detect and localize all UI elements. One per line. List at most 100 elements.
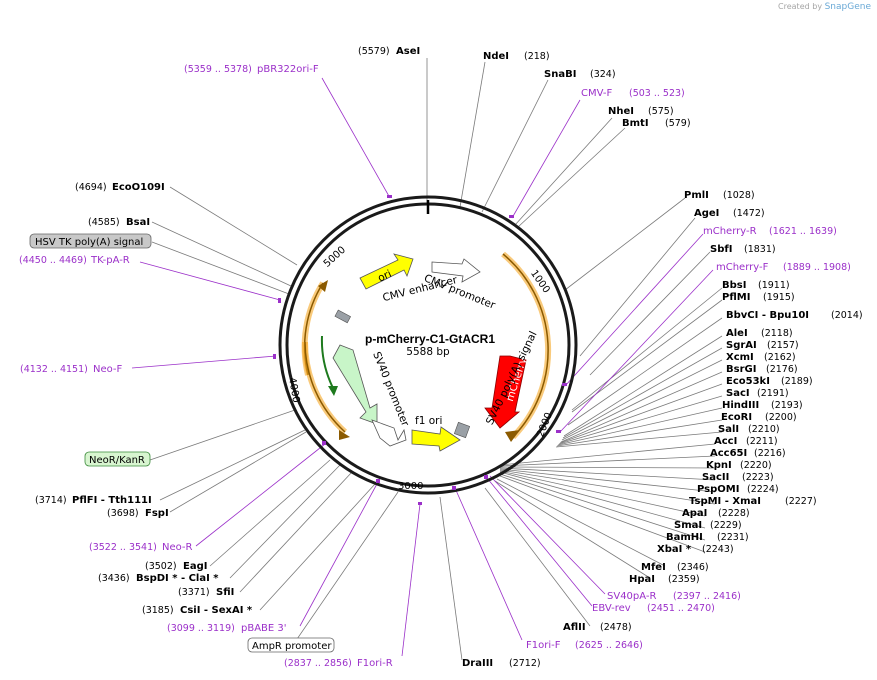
primer-pos-neo-r: (3522 .. 3541) <box>89 542 157 553</box>
site-pos-bbvci: (2014) <box>831 310 863 321</box>
primer-leaders <box>131 77 714 657</box>
site-xbai: XbaI * <box>657 544 692 555</box>
site-fspi: FspI <box>145 508 169 519</box>
site-pos-bamhi: (2231) <box>717 532 749 543</box>
site-pos-snabi: (324) <box>590 69 616 80</box>
small-feature-left <box>334 309 351 324</box>
site-bbvci: BbvCI - Bpu10I <box>726 310 809 321</box>
primer-mcherry-f: mCherry-F <box>716 262 769 273</box>
small-feature-right <box>453 421 471 439</box>
primer-labels: (5359 .. 5378) pBR322ori-F CMV-F (503 ..… <box>19 64 851 669</box>
site-pos-bmti: (579) <box>665 118 691 129</box>
primer-pos-mcherry-f: (1889 .. 1908) <box>783 262 851 273</box>
primer-tk-pa-r: TK-pA-R <box>90 255 130 266</box>
site-pos-alei: (2118) <box>761 328 793 339</box>
site-xcmi: XcmI <box>726 352 754 363</box>
site-pos-eagi: (3502) <box>145 561 177 572</box>
right-sites: PmlI (1028) AgeI (1472) SbfI (1831) BbsI… <box>629 190 863 585</box>
right-fan-leaders <box>439 287 723 661</box>
primer-pos-pbr322ori-f: (5359 .. 5378) <box>184 64 252 75</box>
site-mfei: MfeI <box>641 562 666 573</box>
orange-arcs <box>301 251 552 442</box>
f1-ori-feature <box>411 426 461 452</box>
site-hpai: HpaI <box>629 574 655 585</box>
primer-cmv-f: CMV-F <box>581 88 612 99</box>
site-pos-hpai: (2359) <box>668 574 700 585</box>
site-pos-bsai: (4585) <box>88 217 120 228</box>
site-pos-ecori: (2200) <box>765 412 797 423</box>
site-pos-sfii: (3371) <box>178 587 210 598</box>
site-pos-bsrgi: (2176) <box>766 364 798 375</box>
cmv-promoter-label: CMV promoter <box>422 272 497 312</box>
site-pflmi: PflMI <box>722 292 750 303</box>
site-eco53ki: Eco53kI <box>726 376 770 387</box>
neor-label: NeoR/KanR <box>89 455 145 466</box>
site-sbfi: SbfI <box>710 244 732 255</box>
site-hindiii: HindIII <box>722 400 759 411</box>
primer-pos-mcherry-r: (1621 .. 1639) <box>769 226 837 237</box>
site-pos-nhei: (575) <box>648 106 674 117</box>
site-pos-sali: (2210) <box>748 424 780 435</box>
boxed-features: HSV TK poly(A) signal NeoR/KanR AmpR pro… <box>29 233 335 653</box>
site-bspdi: BspDI * - ClaI * <box>136 573 219 584</box>
site-pflfi: PflFI - Tth111I <box>72 495 152 506</box>
ruler-4000: 4000 <box>286 377 301 404</box>
bottom-sites: AflII (2478) DraIII (2712) <box>462 622 632 669</box>
site-pos-saci: (2191) <box>757 388 789 399</box>
site-pos-sbfi: (1831) <box>744 244 776 255</box>
site-pspomi: PspOMI <box>697 484 739 495</box>
site-pos-pflmi: (1915) <box>763 292 795 303</box>
cmv-enhancer-feature <box>431 258 481 283</box>
site-bmti: BmtI <box>622 118 649 129</box>
site-pmli: PmlI <box>684 190 709 201</box>
primer-pbabe3: pBABE 3' <box>241 623 287 634</box>
primer-f1ori-r: F1ori-R <box>357 658 393 669</box>
ruler-3000: 3000 <box>398 481 423 492</box>
site-aflii: AflII <box>563 622 586 633</box>
site-ndei: NdeI <box>483 51 509 62</box>
site-bsrgi: BsrGI <box>726 364 756 375</box>
site-tspmi: TspMI - XmaI <box>689 496 761 507</box>
ori-label: ori <box>376 268 393 285</box>
primer-neo-f: Neo-F <box>93 364 123 375</box>
site-pos-xbai: (2243) <box>702 544 734 555</box>
site-smai: SmaI <box>674 520 702 531</box>
plasmid-length: 5588 bp <box>406 346 450 358</box>
primer-ticks <box>273 195 567 505</box>
site-eagi: EagI <box>183 561 207 572</box>
site-pos-tspmi: (2227) <box>785 496 817 507</box>
site-agei: AgeI <box>694 208 719 219</box>
site-pos-xcmi: (2162) <box>764 352 796 363</box>
primer-pos-pbabe3: (3099 .. 3119) <box>167 623 235 634</box>
primer-f1ori-f: F1ori-F <box>526 640 561 651</box>
leader-lines <box>149 58 723 661</box>
ori-feature <box>359 253 414 290</box>
credit-prefix: Created by <box>778 2 823 11</box>
white-arrow-bottom <box>371 419 407 447</box>
site-pos-pmli: (1028) <box>723 190 755 201</box>
hsv-tk-label: HSV TK poly(A) signal <box>35 237 143 248</box>
site-pos-eco53ki: (2189) <box>781 376 813 387</box>
site-pos-bbsi: (1911) <box>758 280 790 291</box>
neor-box <box>84 451 151 467</box>
site-bamhi: BamHI <box>666 532 703 543</box>
primer-pos-cmv-f: (503 .. 523) <box>629 88 685 99</box>
snapgene-brand: SnapGene <box>824 2 871 12</box>
primer-sv40pa-r: SV40pA-R <box>607 591 656 602</box>
primer-pos-tk-pa-r: (4450 .. 4469) <box>19 255 87 266</box>
site-csii: CsiI - SexAI * <box>180 605 253 616</box>
site-pos-smai: (2229) <box>710 520 742 531</box>
mcherry-feature <box>484 355 527 429</box>
site-pos-acc65i: (2216) <box>754 448 786 459</box>
site-sfii: SfiI <box>216 587 234 598</box>
site-pos-asei: (5579) <box>358 46 390 57</box>
site-pos-draiii: (2712) <box>509 658 541 669</box>
site-pos-agei: (1472) <box>733 208 765 219</box>
site-pos-aflii: (2478) <box>600 622 632 633</box>
primer-neo-r: Neo-R <box>162 542 193 553</box>
site-pos-pflfi: (3714) <box>35 495 67 506</box>
site-snabi: SnaBI <box>544 69 576 80</box>
site-pos-kpni: (2220) <box>740 460 772 471</box>
site-pos-apai: (2228) <box>718 508 750 519</box>
